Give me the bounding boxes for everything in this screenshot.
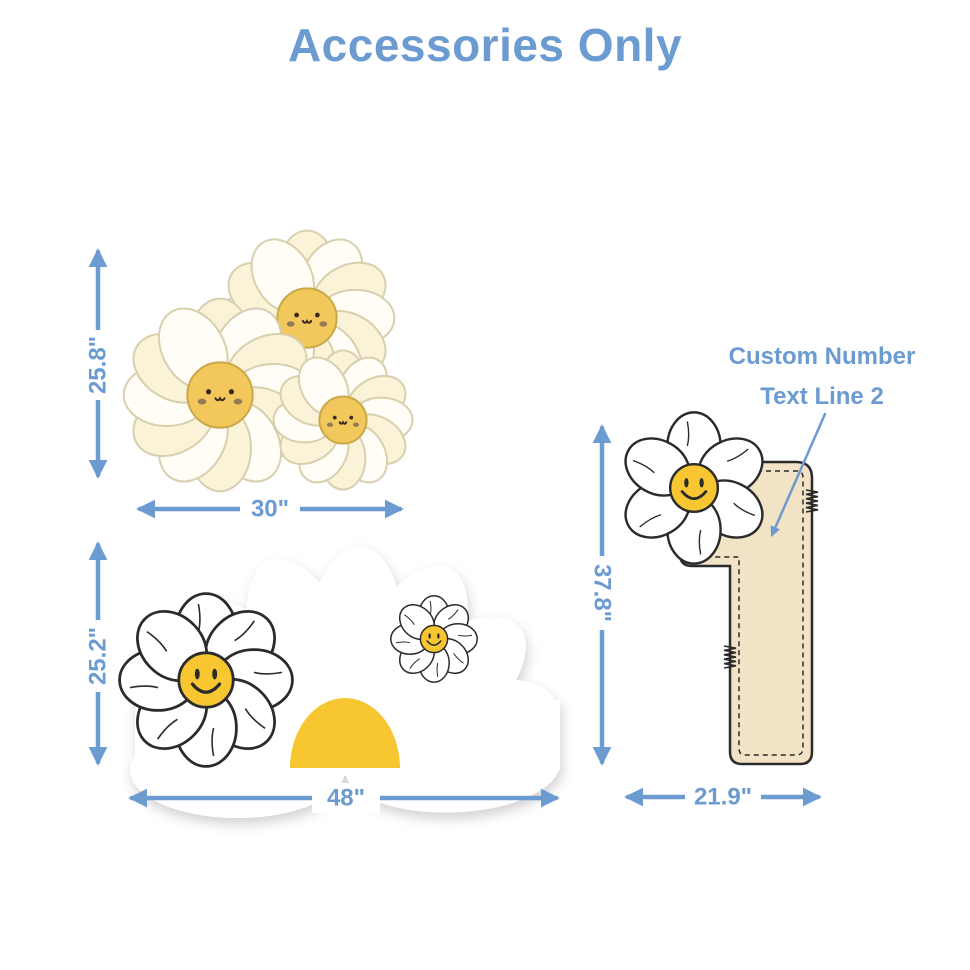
number-height-label: 37.8"	[589, 564, 616, 622]
backdrop-daisy-large	[118, 592, 294, 768]
callout-pointer-arrow	[770, 412, 827, 537]
half-daisy-sun	[290, 698, 400, 768]
daisy-cluster-graphic	[122, 229, 414, 493]
dimension-number-width: 21.9"	[624, 782, 822, 812]
number-one-graphic	[624, 411, 819, 766]
callout-line-2: Text Line 2	[760, 383, 884, 410]
cluster-height-label: 25.8"	[85, 336, 112, 394]
backdrop-daisy-small	[390, 595, 478, 683]
custom-text-callout: Custom Number Text Line 2	[729, 343, 916, 537]
half-daisy-backdrop	[118, 546, 560, 818]
cluster-daisy-small	[272, 349, 414, 491]
dimension-backdrop-width: 48"	[128, 783, 560, 813]
number-width-label: 21.9"	[694, 784, 752, 811]
dimension-cluster-width: 30"	[136, 494, 404, 524]
callout-line-1: Custom Number	[729, 343, 916, 370]
backdrop-width-label: 48"	[327, 785, 365, 812]
dimension-cluster-height: 25.8"	[84, 248, 114, 479]
dimension-number-height: 37.8"	[588, 424, 618, 766]
number-one-daisy	[624, 411, 764, 565]
cluster-width-label: 30"	[251, 496, 289, 523]
number-one-stitch-zigzags	[723, 489, 819, 669]
page-title: Accessories Only	[287, 19, 683, 71]
dimension-backdrop-height: 25.2"	[84, 541, 114, 766]
backdrop-height-label: 25.2"	[85, 627, 112, 685]
